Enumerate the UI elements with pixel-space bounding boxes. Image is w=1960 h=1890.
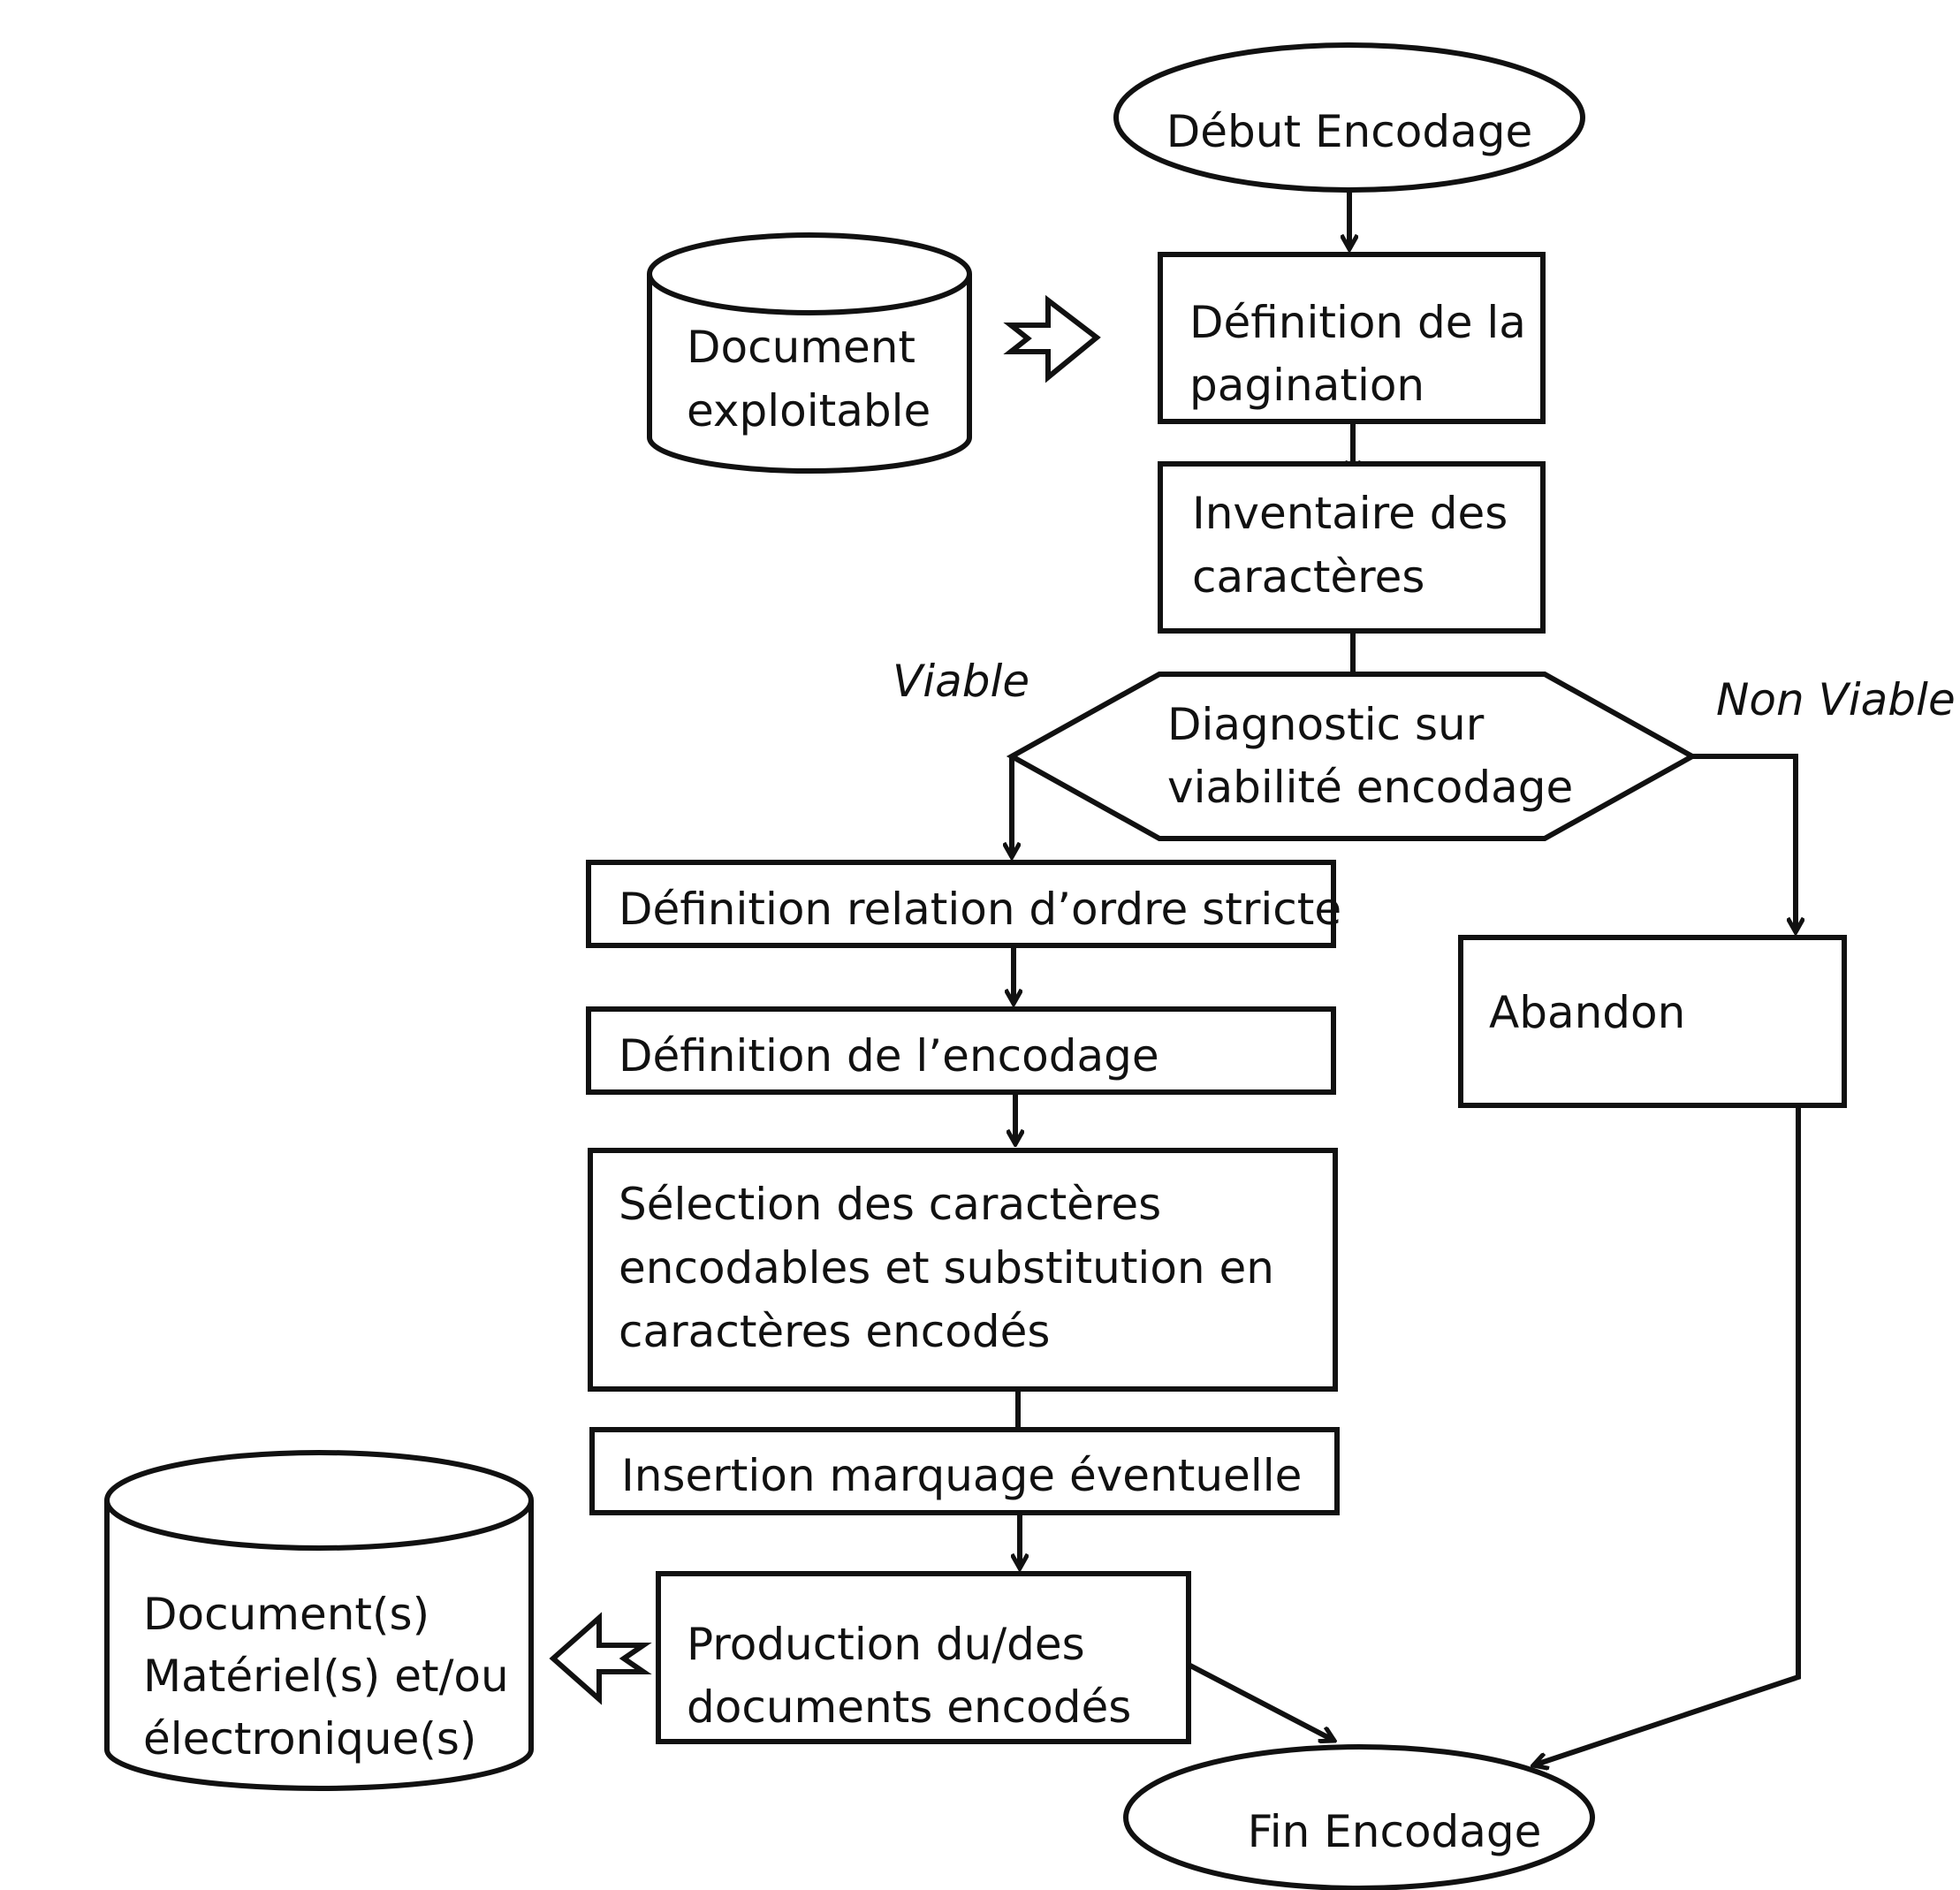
marking-label: Insertion marquage éventuelle bbox=[621, 1450, 1302, 1501]
end-label: Fin Encodage bbox=[1248, 1806, 1542, 1857]
inventory-label-line1: Inventaire des bbox=[1192, 488, 1508, 539]
abandon-box: Abandon bbox=[1461, 937, 1844, 1105]
diagnostic-label-line2: viabilité encodage bbox=[1167, 762, 1573, 813]
block-arrow-left bbox=[553, 1618, 643, 1699]
inventory-box: Inventaire des caractères bbox=[1160, 464, 1543, 631]
input-document-label-line2: exploitable bbox=[687, 385, 931, 436]
block-arrow-right bbox=[1011, 300, 1097, 377]
production-label-line1: Production du/des bbox=[687, 1619, 1085, 1670]
order-relation-box: Définition relation d’ordre stricte bbox=[589, 862, 1341, 945]
connector-diagnostic-abandon bbox=[1692, 756, 1796, 932]
encoding-definition-label: Définition de l’encodage bbox=[619, 1030, 1159, 1082]
viable-branch-label: Viable bbox=[893, 656, 1029, 707]
input-document-cylinder: Document exploitable bbox=[650, 235, 969, 471]
pagination-box: Définition de la pagination bbox=[1160, 254, 1543, 421]
selection-box: Sélection des caractères encodables et s… bbox=[590, 1150, 1335, 1389]
selection-label-line2: encodables et substitution en bbox=[619, 1242, 1274, 1294]
start-node: Début Encodage bbox=[1116, 45, 1583, 190]
output-documents-label-line2: Matériel(s) et/ou bbox=[143, 1651, 509, 1702]
output-documents-cylinder: Document(s) Matériel(s) et/ou électroniq… bbox=[107, 1453, 531, 1788]
selection-label-line3: caractères encodés bbox=[619, 1306, 1050, 1357]
abandon-label: Abandon bbox=[1489, 987, 1685, 1038]
connector-production-end bbox=[1189, 1665, 1334, 1741]
pagination-label-line1: Définition de la bbox=[1189, 297, 1526, 348]
production-box: Production du/des documents encodés bbox=[658, 1574, 1189, 1742]
encoding-definition-box: Définition de l’encodage bbox=[589, 1009, 1333, 1092]
connector-abandon-end bbox=[1533, 1105, 1798, 1765]
diagnostic-hexagon: Diagnostic sur viabilité encodage bbox=[1012, 674, 1692, 839]
pagination-label-line2: pagination bbox=[1189, 360, 1424, 411]
production-label-line2: documents encodés bbox=[687, 1681, 1131, 1733]
marking-box: Insertion marquage éventuelle bbox=[592, 1430, 1337, 1513]
output-documents-label-line3: électronique(s) bbox=[143, 1713, 476, 1765]
selection-label-line1: Sélection des caractères bbox=[619, 1179, 1161, 1230]
start-label: Début Encodage bbox=[1166, 106, 1532, 157]
end-node: Fin Encodage bbox=[1126, 1747, 1592, 1888]
inventory-label-line2: caractères bbox=[1192, 551, 1424, 603]
input-document-label-line1: Document bbox=[687, 322, 915, 373]
output-documents-label-line1: Document(s) bbox=[143, 1589, 429, 1640]
order-relation-label: Définition relation d’ordre stricte bbox=[619, 884, 1341, 935]
diagnostic-label-line1: Diagnostic sur bbox=[1167, 699, 1485, 750]
non-viable-branch-label: Non Viable bbox=[1716, 674, 1956, 725]
